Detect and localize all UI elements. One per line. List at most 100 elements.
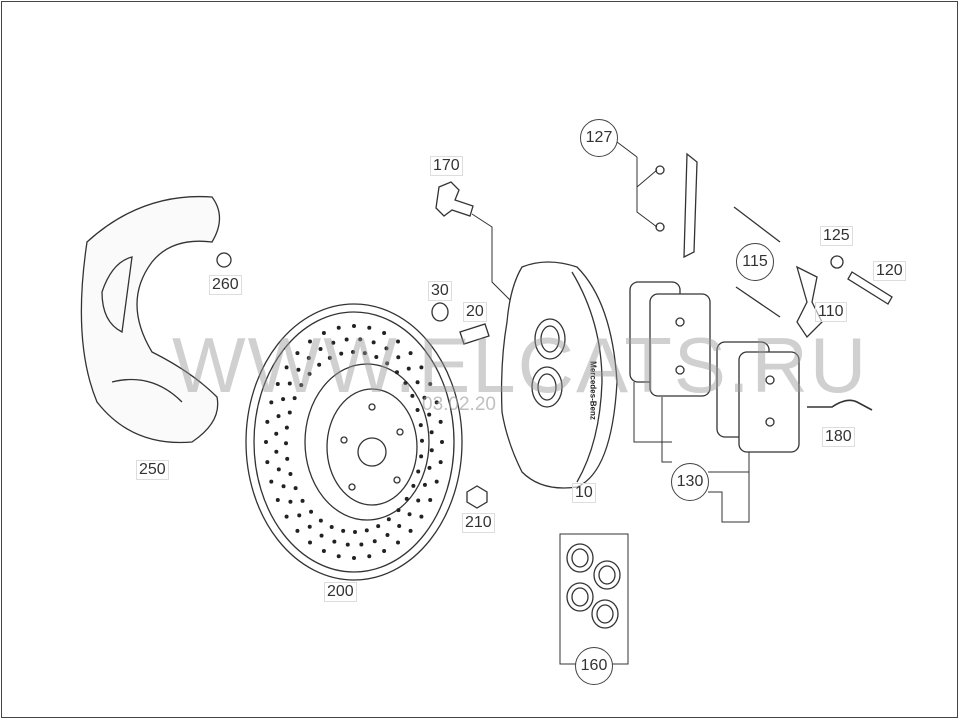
disc-hole (406, 366, 411, 371)
callout-30[interactable]: 30 (428, 281, 452, 301)
disc-hole (344, 337, 349, 342)
disc-hole (269, 479, 274, 484)
disc-hole (345, 542, 350, 547)
disc-hole (415, 407, 420, 412)
disc-hole (403, 381, 408, 386)
disc-hole (284, 514, 289, 519)
disc-hole (411, 483, 416, 488)
disc-hole (308, 339, 312, 344)
bolt-170 (435, 181, 474, 217)
disc-hole (317, 362, 322, 367)
disc-hole (396, 339, 400, 344)
disc-hole (341, 528, 346, 533)
seal-kit-160 (566, 543, 621, 629)
disc-hole (419, 454, 424, 459)
callout-210[interactable]: 210 (462, 513, 495, 533)
disc-hole (374, 354, 379, 359)
disc-hole (327, 355, 332, 360)
callout-110[interactable]: 110 (815, 302, 847, 322)
callout-130[interactable]: 130 (671, 463, 709, 501)
date-stamp: 03.02.20 (422, 394, 496, 415)
disc-hole (284, 425, 289, 430)
disc-hole (434, 400, 439, 405)
disc-hole (264, 440, 268, 444)
disc-hole (367, 554, 372, 559)
disc-hole (358, 337, 363, 342)
disc-hole (281, 484, 286, 489)
disc-hole (332, 539, 337, 544)
disc-hole (407, 512, 412, 517)
callout-260[interactable]: 260 (209, 275, 242, 295)
disc-hole (429, 430, 434, 435)
disc-hole (276, 467, 281, 472)
callout-115[interactable]: 115 (736, 243, 774, 281)
disc-hole (429, 448, 434, 453)
callout-200[interactable]: 200 (324, 582, 357, 602)
disc-hole (331, 340, 336, 345)
disc-hole (265, 460, 270, 465)
disc-hole (336, 554, 341, 559)
disc-hole (419, 365, 424, 370)
disc-hole (438, 419, 443, 424)
disc-hole (288, 499, 293, 504)
callout-20[interactable]: 20 (463, 302, 487, 322)
disc-hole (422, 482, 427, 487)
disc-hole (428, 382, 433, 386)
disc-hole (404, 496, 409, 501)
disc-hole (416, 498, 421, 503)
disc-hole (418, 423, 423, 428)
disc-hole (306, 356, 311, 361)
watermark: WWW.ELCATS.RU (172, 321, 869, 409)
callout-127[interactable]: 127 (580, 119, 618, 157)
caliper-10 (500, 261, 618, 489)
disc-hole (396, 540, 400, 545)
pin-115 (733, 206, 781, 243)
disc-hole (284, 441, 289, 446)
disc-hole (397, 523, 402, 528)
callout-170[interactable]: 170 (430, 156, 463, 176)
disc-hole (408, 351, 413, 356)
disc-hole (427, 465, 432, 470)
disc-hole (359, 542, 364, 547)
disc-hole (275, 498, 280, 502)
disc-hole (288, 472, 293, 477)
bolt-210 (466, 485, 488, 509)
callout-160[interactable]: 160 (575, 647, 613, 685)
callout-10[interactable]: 10 (572, 483, 596, 503)
disc-hole (352, 324, 356, 328)
disc-hole (295, 351, 300, 356)
disc-hole (434, 479, 439, 484)
disc-hole (352, 529, 357, 534)
disc-hole (422, 395, 427, 400)
disc-hole (364, 528, 369, 533)
guide-pin-20 (459, 323, 490, 345)
disc-hole (386, 517, 391, 522)
disc-hole (269, 400, 274, 405)
disc-hole (276, 414, 281, 419)
disc-hole (265, 419, 270, 424)
seal-30 (431, 302, 449, 322)
callout-180[interactable]: 180 (822, 427, 855, 447)
disc-hole (352, 556, 356, 560)
disc-hole (367, 325, 372, 330)
disc-hole (419, 514, 424, 519)
disc-hole (336, 325, 341, 330)
disc-hole (408, 528, 413, 533)
disc-hole (274, 449, 279, 454)
disc-hole (307, 524, 312, 529)
callout-250[interactable]: 250 (136, 460, 169, 480)
disc-hole (428, 498, 433, 502)
disc-hole (382, 330, 387, 335)
disc-hole (410, 393, 415, 398)
disc-hole (385, 361, 390, 366)
disc-hole (416, 469, 421, 474)
callout-120[interactable]: 120 (873, 261, 906, 281)
disc-hole (296, 367, 301, 372)
disc-hole (300, 498, 305, 503)
callout-125[interactable]: 125 (820, 226, 853, 246)
disc-hole (329, 525, 334, 530)
disc-hole (285, 456, 290, 461)
disc-hole (318, 518, 323, 523)
disc-hole (293, 486, 298, 491)
